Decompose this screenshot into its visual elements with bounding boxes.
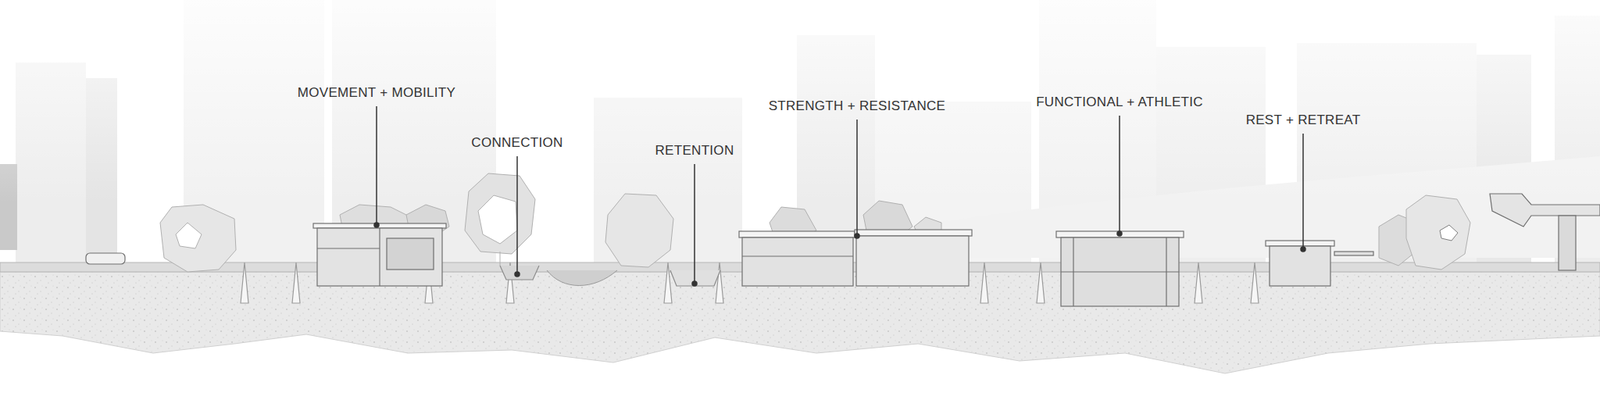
callout-label: REST + RETREAT xyxy=(1243,112,1364,129)
callout-label: FUNCTIONAL + ATHLETIC xyxy=(1033,94,1206,111)
leader-dot xyxy=(514,271,520,277)
callout-label: STRENGTH + RESISTANCE xyxy=(766,98,949,115)
athletic-hall xyxy=(1060,237,1179,307)
skyline xyxy=(0,0,1600,274)
rest-pavilion xyxy=(1269,246,1331,286)
pylon xyxy=(240,262,249,304)
leader-line xyxy=(856,119,858,236)
leader-line xyxy=(1118,115,1121,233)
pylon xyxy=(980,262,989,304)
drainage-swale xyxy=(546,270,618,286)
pylon xyxy=(292,262,300,304)
leader-dot xyxy=(374,222,379,228)
leader-dot xyxy=(854,233,860,239)
sky-haze xyxy=(0,0,1600,204)
pylon xyxy=(1036,262,1045,304)
movement-pavilion xyxy=(317,228,443,286)
callout-label: MOVEMENT + MOBILITY xyxy=(295,85,458,101)
connection-pit xyxy=(500,265,540,280)
roof xyxy=(313,223,447,229)
leaders xyxy=(374,106,1306,286)
leader-line xyxy=(516,156,518,274)
canopy xyxy=(1334,251,1374,256)
tree-canopy xyxy=(769,207,817,235)
roof xyxy=(1056,231,1184,238)
support xyxy=(1558,215,1576,271)
leader-line xyxy=(693,164,696,283)
roof xyxy=(739,231,855,238)
retention-basin xyxy=(670,270,721,286)
column xyxy=(1072,237,1074,307)
strength-pavilion xyxy=(856,235,969,286)
interior xyxy=(386,238,434,270)
vehicle xyxy=(85,253,125,265)
floor xyxy=(317,247,380,249)
wall xyxy=(378,228,380,286)
pylon xyxy=(715,262,724,304)
tree-canopy xyxy=(605,193,674,268)
callout-label: RETENTION xyxy=(653,142,737,159)
tree-highlight xyxy=(175,222,202,249)
mezzanine xyxy=(1060,271,1179,272)
pylon xyxy=(664,262,672,304)
leader-dot xyxy=(692,281,697,286)
tree-canopy xyxy=(160,204,236,272)
elevated-structure xyxy=(1489,193,1600,227)
pylon xyxy=(1250,262,1259,304)
strength-pavilion xyxy=(742,237,854,286)
leader-line xyxy=(375,106,378,225)
tree-trunk xyxy=(500,251,501,266)
tree-highlight xyxy=(478,195,518,244)
leader-dot xyxy=(1117,231,1122,236)
tree-highlight xyxy=(1439,225,1458,241)
tree-canopy xyxy=(1406,195,1471,270)
leader-dot xyxy=(1300,246,1306,252)
pylon xyxy=(1194,262,1203,304)
ground-mass xyxy=(0,271,1600,374)
pavilions xyxy=(85,193,1600,307)
roof xyxy=(854,229,972,236)
callout-label: CONNECTION xyxy=(468,135,565,151)
tree-canopy xyxy=(464,173,536,254)
roof xyxy=(1265,240,1335,247)
column xyxy=(1165,237,1167,307)
leader-line xyxy=(1302,133,1304,249)
clerestory xyxy=(742,255,854,257)
